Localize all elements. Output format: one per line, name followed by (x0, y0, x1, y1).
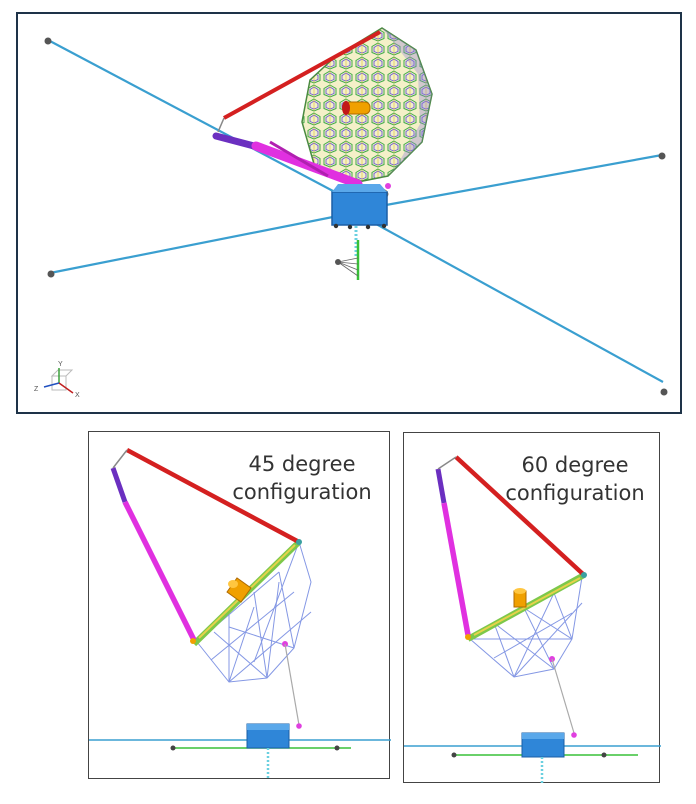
config-60-label-line2: configuration (505, 481, 645, 505)
anchor-point-lower-right (660, 388, 668, 396)
spacecraft-bus (331, 183, 391, 230)
upper-boom-60 (454, 455, 586, 577)
anchor-point-upper-right (658, 152, 666, 160)
lower-boom-45 (122, 500, 197, 642)
lower-boom-brace (269, 140, 329, 178)
anchor-right-45 (334, 745, 340, 751)
config-60-view: 60 degree configuration (403, 432, 661, 783)
tether-line-upper-right (385, 153, 663, 207)
tether-line-lower-right (366, 218, 664, 383)
config-45-label-line2: configuration (232, 480, 372, 504)
boom-end-60 (581, 572, 587, 578)
spacecraft-bus-45 (246, 723, 290, 778)
tether-fan (337, 257, 359, 277)
reflector-highlight-60 (473, 577, 581, 636)
fan-anchor (335, 259, 341, 265)
upper-boom (223, 30, 381, 120)
reflector-truss-45 (196, 541, 312, 683)
tether-end-45 (296, 723, 302, 729)
boom-hinge-60 (437, 456, 457, 470)
anchor-point-upper-left (44, 37, 52, 45)
boom-tip-45 (190, 638, 196, 644)
feed-horn-60 (513, 588, 527, 608)
tether-line-lower-left (49, 212, 349, 275)
feed-horn-45 (226, 577, 252, 603)
boom-tip-60 (465, 634, 471, 640)
axis-label-x: X (75, 392, 80, 399)
boom-root-segment (212, 132, 262, 151)
spacecraft-bus-60 (521, 732, 565, 783)
lower-boom-60 (441, 502, 471, 636)
boom-hinge-link (217, 117, 225, 133)
tether-line-upper-left (47, 39, 368, 210)
config-60-label-line1: 60 degree (521, 453, 629, 477)
boom-root-60 (435, 468, 447, 504)
axis-triad: Y Z X (34, 361, 80, 399)
upper-boom-45 (125, 448, 301, 544)
anchor-right-60 (601, 752, 607, 758)
tether-drop-45 (284, 643, 300, 726)
config-60-drawing (404, 455, 661, 783)
config-45-view: 45 degree configuration (88, 431, 391, 779)
axis-label-y: Y (58, 361, 63, 368)
config-60-label: 60 degree configuration (494, 451, 656, 507)
anchor-left-45 (170, 745, 176, 751)
boom-hinge-45 (112, 449, 128, 469)
config-45-drawing (89, 448, 391, 778)
config-45-label: 45 degree configuration (217, 450, 387, 506)
anchor-point-lower-left (47, 270, 55, 278)
boom-root-45 (110, 467, 128, 503)
axis-label-z: Z (34, 386, 39, 393)
config-45-label-line1: 45 degree (248, 452, 356, 476)
anchor-left-60 (451, 752, 457, 758)
main-view-drawing: Y Z X (34, 27, 668, 399)
feed-horn (342, 101, 371, 115)
tether-end-60 (571, 732, 577, 738)
tether-drop-60 (551, 658, 575, 734)
main-isometric-view: Y Z X (16, 12, 682, 414)
boom-end-45 (296, 539, 302, 545)
